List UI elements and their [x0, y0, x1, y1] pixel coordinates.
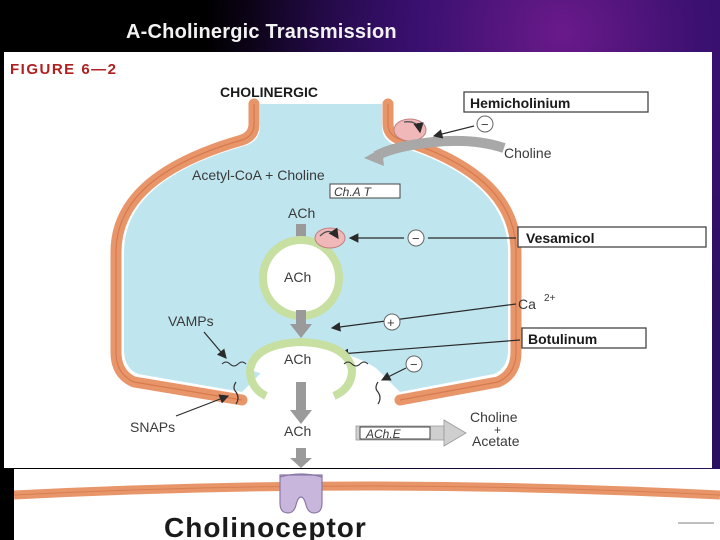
figure-panel: FIGURE 6—2 CHOLINERGIC Choline Hemicholi… — [4, 52, 712, 468]
neuron-label: CHOLINERGIC — [220, 84, 318, 100]
figure-label: FIGURE 6—2 — [10, 61, 118, 78]
svg-text:−: − — [481, 117, 489, 132]
ach-cleft-label: ACh — [284, 423, 311, 439]
cholinoceptor-receptor — [280, 475, 322, 513]
ach-cytoplasm-label: ACh — [288, 205, 315, 221]
calcium-charge: 2+ — [544, 293, 556, 304]
product-acetate-label: Acetate — [472, 433, 520, 449]
svg-text:−: − — [410, 357, 418, 372]
botulinum-label: Botulinum — [528, 331, 597, 347]
slide-title: A-Cholinergic Transmission — [126, 21, 397, 44]
ach-vesicle-label: ACh — [284, 269, 311, 285]
receptor-label: Cholinoceptor — [164, 512, 367, 540]
release-arrow — [290, 410, 312, 424]
receptor-diagram: Cholinoceptor — [14, 469, 720, 540]
choline-reuptake-label: Choline — [504, 145, 552, 161]
chat-enzyme-label: Ch.A T — [334, 185, 373, 199]
calcium-label: Ca — [518, 296, 536, 312]
hemicholinium-label: Hemicholinium — [470, 95, 570, 111]
vesamicol-label: Vesamicol — [526, 230, 595, 246]
receptor-arrow — [290, 458, 312, 468]
ache-enzyme-label: ACh.E — [365, 427, 402, 441]
cholinergic-diagram: FIGURE 6—2 CHOLINERGIC Choline Hemicholi… — [4, 52, 712, 468]
receptor-panel: Cholinoceptor — [14, 469, 720, 540]
ach-docked-label: ACh — [284, 351, 311, 367]
snaps-label: SNAPs — [130, 419, 175, 435]
vamps-label: VAMPs — [168, 313, 214, 329]
svg-text:−: − — [412, 231, 420, 246]
svg-text:+: + — [387, 315, 395, 330]
precursor-label: Acetyl-CoA + Choline — [192, 167, 325, 183]
